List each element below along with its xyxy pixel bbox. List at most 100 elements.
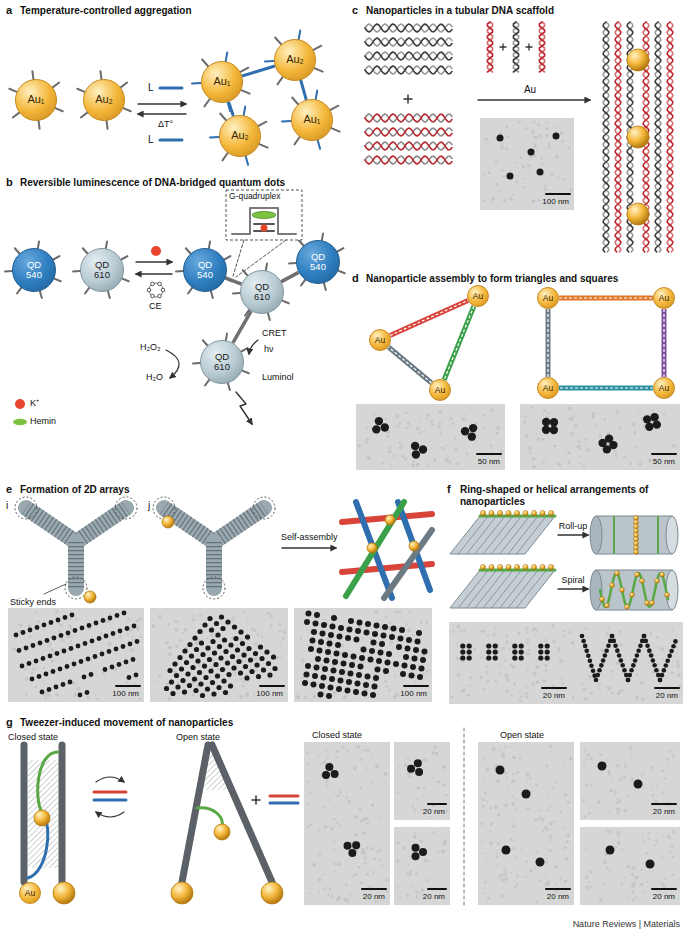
tem-texture bbox=[496, 853, 498, 855]
node-label: Au bbox=[543, 384, 553, 393]
tem-texture bbox=[494, 805, 498, 809]
nanoparticle-image bbox=[642, 634, 647, 639]
tem-texture bbox=[555, 883, 557, 885]
tem-texture bbox=[495, 432, 499, 436]
tem-texture bbox=[574, 425, 577, 428]
nanoparticle-image bbox=[331, 615, 337, 621]
tem-texture bbox=[663, 413, 665, 415]
tem-texture bbox=[588, 812, 591, 815]
tube-end bbox=[666, 516, 678, 554]
tem-texture bbox=[329, 888, 331, 890]
tem-texture bbox=[518, 121, 520, 123]
gold-nanoparticle bbox=[162, 516, 174, 528]
tem-texture bbox=[506, 776, 508, 778]
tem-texture bbox=[529, 446, 531, 448]
nanoparticle-image bbox=[658, 678, 663, 683]
nanoparticle-image bbox=[603, 653, 608, 658]
ligand-strand bbox=[265, 60, 274, 62]
nanoparticle-image bbox=[219, 614, 224, 619]
helix-line bbox=[483, 516, 513, 554]
tem-texture bbox=[615, 454, 618, 457]
tem-texture bbox=[309, 892, 311, 894]
dna-tile-arm bbox=[76, 508, 126, 542]
gold-nanoparticle: Au bbox=[653, 287, 675, 309]
tem-texture bbox=[135, 619, 139, 623]
nanoparticle-image bbox=[597, 668, 602, 673]
tem-texture bbox=[455, 448, 458, 451]
nanoparticle-image bbox=[177, 655, 182, 660]
quantum-dot: QD 610 bbox=[240, 270, 284, 314]
tem-texture bbox=[535, 868, 537, 870]
tem-texture bbox=[671, 855, 675, 859]
tem-texture bbox=[510, 872, 512, 874]
nanoparticle-image bbox=[111, 631, 116, 636]
nanoparticle-image bbox=[235, 647, 240, 652]
nanoparticle-image bbox=[42, 623, 47, 628]
scale-bar bbox=[260, 685, 284, 687]
tem-texture bbox=[119, 636, 122, 639]
ligand-strand bbox=[38, 241, 39, 248]
gold-nanoparticle bbox=[514, 564, 519, 569]
tem-texture bbox=[51, 648, 54, 651]
sticky-end-marker bbox=[15, 497, 37, 519]
tem-texture bbox=[540, 162, 543, 165]
tem-texture bbox=[448, 460, 451, 463]
ligand-strand bbox=[121, 83, 127, 88]
journal-credit: Nature Reviews | Materials bbox=[573, 919, 680, 929]
nanoparticle-image bbox=[44, 672, 49, 677]
tem-texture bbox=[609, 788, 613, 792]
tem-texture bbox=[24, 669, 26, 671]
nanoparticle-image bbox=[638, 643, 643, 648]
nanoparticle-image bbox=[583, 644, 588, 649]
tem-texture bbox=[454, 437, 456, 439]
state-divider bbox=[464, 728, 465, 905]
ligand-strand bbox=[294, 137, 299, 144]
tem-texture bbox=[533, 154, 536, 157]
nanoparticle-image bbox=[347, 627, 353, 633]
tem-texture bbox=[500, 750, 502, 752]
tem-texture bbox=[432, 831, 434, 833]
tem-texture bbox=[105, 619, 109, 623]
nanoparticle-image bbox=[63, 615, 68, 620]
tem-texture bbox=[545, 669, 548, 672]
tem-texture bbox=[670, 671, 673, 674]
tem-texture bbox=[527, 649, 530, 652]
ligand-strand bbox=[246, 156, 248, 165]
tem-texture bbox=[339, 824, 342, 827]
tem-texture bbox=[648, 832, 650, 834]
nanoparticle-image bbox=[512, 649, 517, 654]
tem-texture bbox=[379, 849, 382, 852]
tem-texture bbox=[231, 637, 234, 640]
tem-texture bbox=[228, 695, 231, 698]
tem-texture bbox=[571, 696, 574, 699]
nanoparticle-image bbox=[493, 649, 498, 654]
gold-nanoparticle bbox=[615, 571, 620, 576]
tem-texture bbox=[210, 634, 213, 637]
tem-texture bbox=[551, 624, 555, 628]
nanoparticle-image bbox=[385, 660, 391, 666]
ligand-strand bbox=[240, 68, 248, 72]
nanoparticle-image bbox=[118, 629, 123, 634]
nanoparticle-image bbox=[328, 685, 334, 691]
tem-texture bbox=[333, 840, 336, 843]
tem-texture bbox=[192, 694, 195, 697]
tem-texture bbox=[563, 635, 566, 638]
tem-texture bbox=[319, 774, 321, 776]
nanoparticle-image bbox=[214, 621, 219, 626]
tem-texture bbox=[438, 422, 441, 425]
tem-texture bbox=[384, 772, 388, 776]
tem-texture bbox=[306, 752, 309, 755]
nanoparticle-image bbox=[662, 668, 667, 673]
tem-texture bbox=[531, 130, 535, 134]
gold-nanoparticle bbox=[610, 583, 615, 588]
tem-texture bbox=[652, 788, 654, 790]
tem-texture bbox=[174, 620, 177, 623]
tem-texture bbox=[525, 434, 529, 438]
nanoparticle-image bbox=[528, 149, 535, 156]
tem-texture bbox=[495, 627, 497, 629]
dna-duplex bbox=[546, 309, 551, 377]
nanoparticle-image bbox=[420, 657, 426, 663]
potassium-ion bbox=[261, 225, 268, 232]
tem-texture bbox=[351, 875, 354, 878]
dna-duplex bbox=[242, 66, 275, 76]
